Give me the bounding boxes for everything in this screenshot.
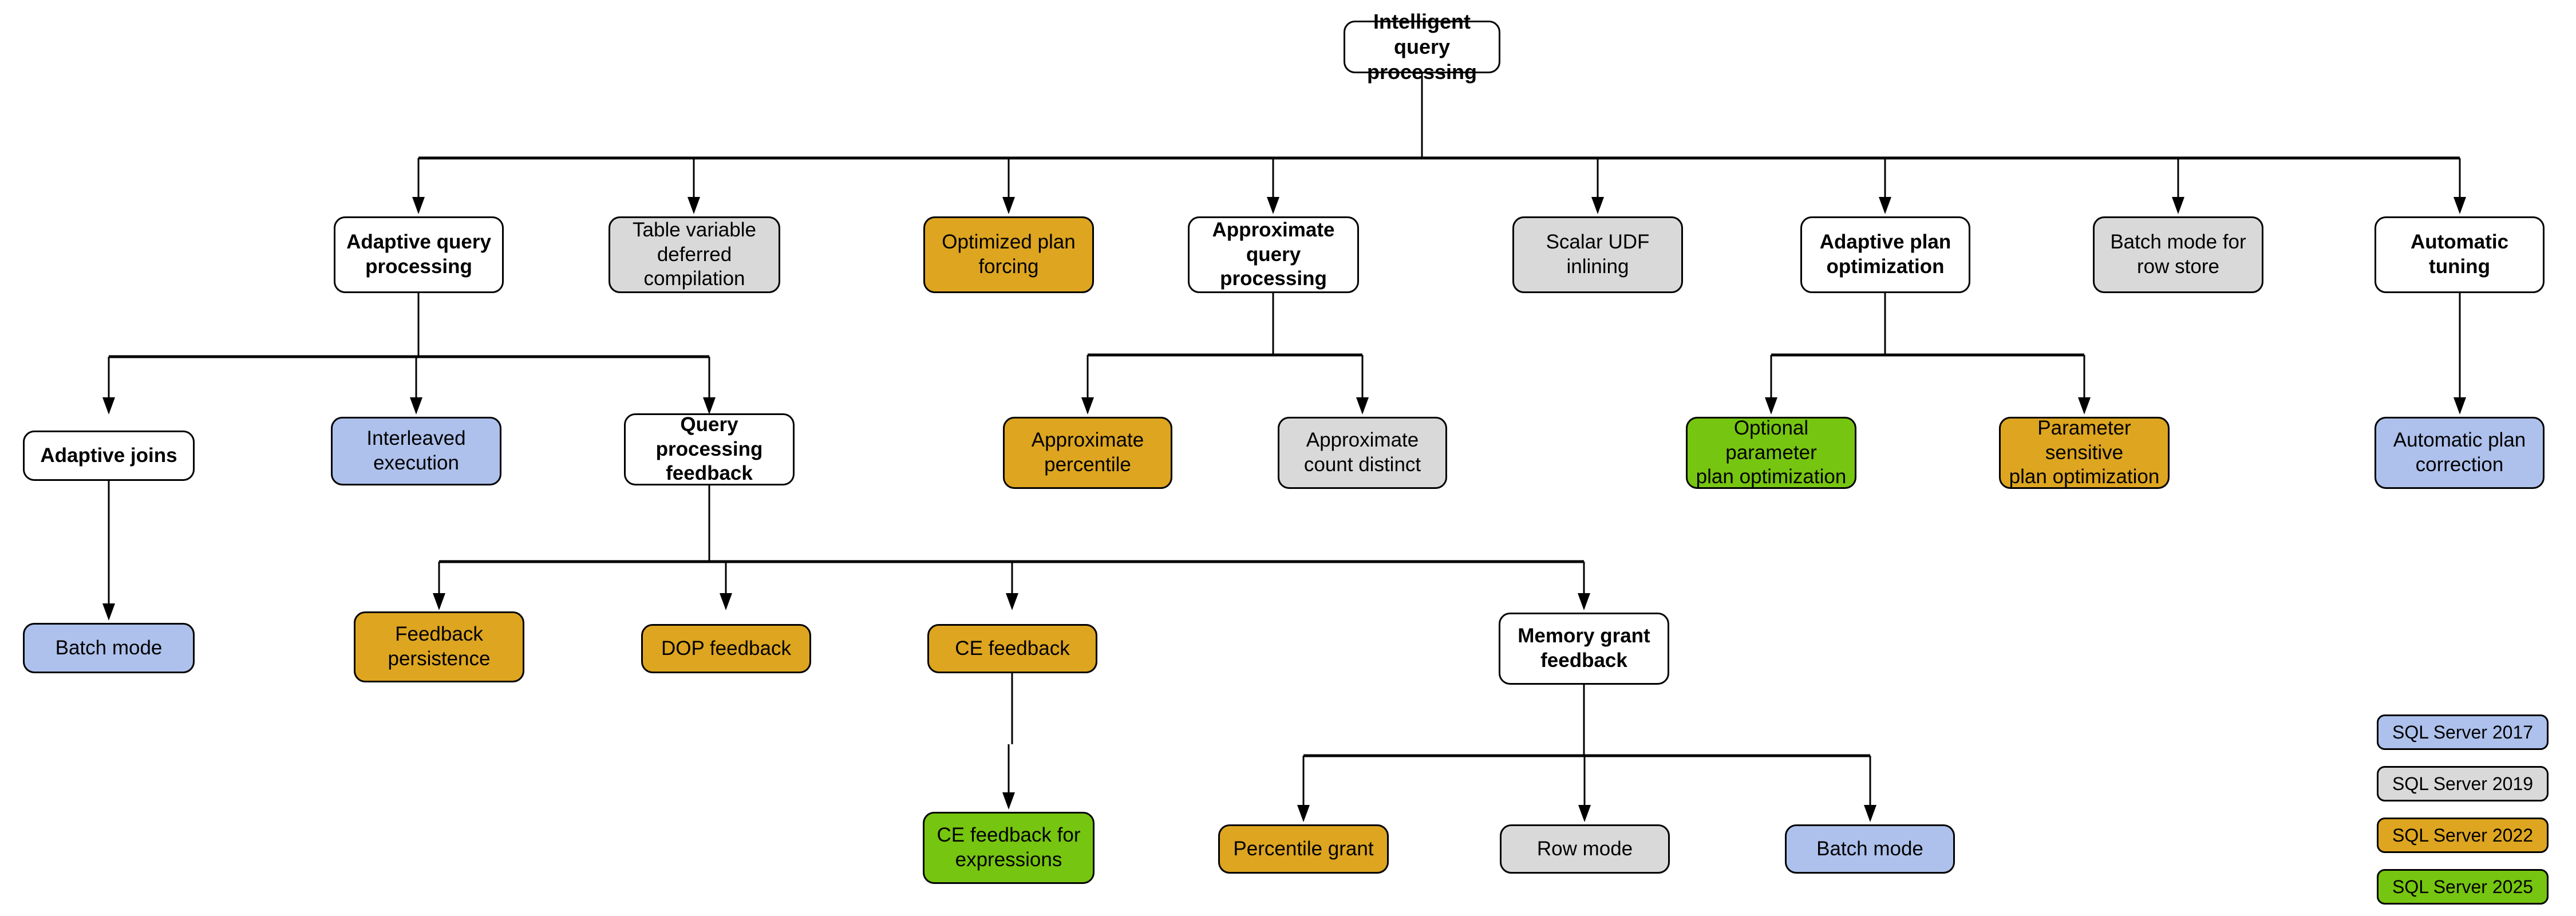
node-pspo[interactable]: Parameter sensitive plan optimization bbox=[1999, 417, 2170, 489]
node-root[interactable]: Intelligent query processing bbox=[1344, 10, 1500, 84]
node-fbpersist[interactable]: Feedback persistence bbox=[354, 611, 524, 682]
node-qpf[interactable]: Query processing feedback bbox=[624, 413, 795, 485]
node-cefb[interactable]: CE feedback bbox=[927, 624, 1097, 673]
node-cefbexpr[interactable]: CE feedback for expressions bbox=[923, 812, 1095, 884]
legend-item-sql-server-2019: SQL Server 2019 bbox=[2377, 766, 2549, 802]
node-apo[interactable]: Adaptive plan optimization bbox=[1800, 216, 1970, 293]
legend-item-sql-server-2017: SQL Server 2017 bbox=[2377, 714, 2549, 750]
node-rowmode[interactable]: Row mode bbox=[1500, 824, 1670, 874]
node-batchmode1[interactable]: Batch mode bbox=[23, 623, 195, 673]
node-autotune[interactable]: Automatic tuning bbox=[2374, 216, 2545, 293]
node-apc[interactable]: Automatic plan correction bbox=[2374, 417, 2545, 489]
node-apqp[interactable]: Approximate query processing bbox=[1188, 216, 1359, 293]
node-acd[interactable]: Approximate count distinct bbox=[1278, 417, 1447, 489]
node-aqp[interactable]: Adaptive query processing bbox=[334, 216, 504, 293]
node-mgf[interactable]: Memory grant feedback bbox=[1499, 613, 1669, 685]
legend-item-sql-server-2025: SQL Server 2025 bbox=[2377, 869, 2549, 905]
node-udf[interactable]: Scalar UDF inlining bbox=[1512, 216, 1683, 293]
node-bmrs[interactable]: Batch mode for row store bbox=[2093, 216, 2263, 293]
node-opf[interactable]: Optimized plan forcing bbox=[923, 216, 1094, 293]
legend-item-sql-server-2022: SQL Server 2022 bbox=[2377, 818, 2549, 853]
node-tvdc[interactable]: Table variable deferred compilation bbox=[609, 216, 780, 293]
node-interleaved[interactable]: Interleaved execution bbox=[331, 417, 501, 485]
node-pctgrant[interactable]: Percentile grant bbox=[1218, 824, 1389, 874]
node-dopfb[interactable]: DOP feedback bbox=[641, 624, 811, 673]
node-ajoins[interactable]: Adaptive joins bbox=[23, 431, 195, 481]
node-batchmode2[interactable]: Batch mode bbox=[1785, 824, 1955, 874]
node-oppo[interactable]: Optional parameter plan optimization bbox=[1686, 417, 1856, 489]
node-apct[interactable]: Approximate percentile bbox=[1003, 417, 1172, 489]
